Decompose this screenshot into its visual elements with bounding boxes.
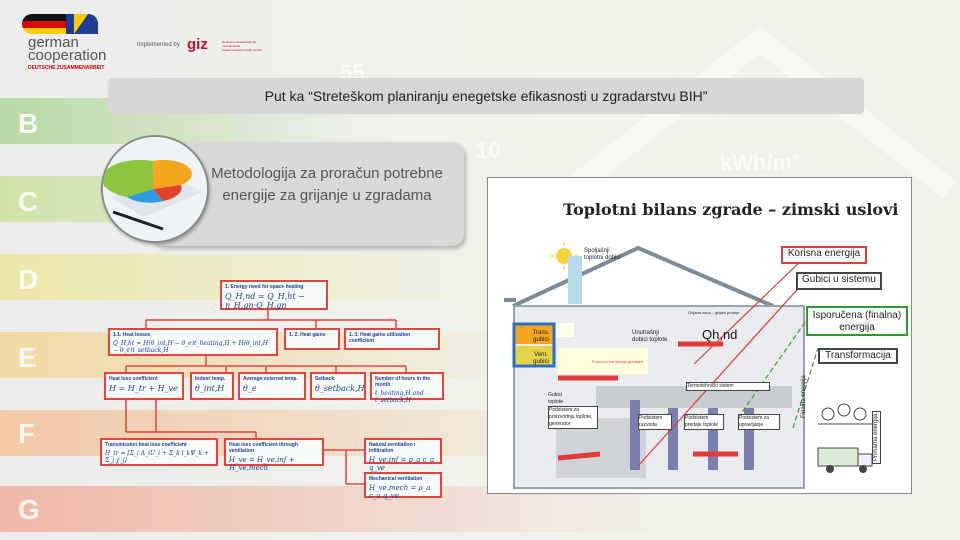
box-title: Number of hours in the month [375, 376, 430, 388]
diagram-title: Toplotni bilans zgrade – zimski uslovi [563, 200, 899, 219]
box-title: Natural ventilation i infiltration [369, 442, 416, 454]
giz-logo: giz [187, 36, 208, 53]
trans-gubici-label: Trans. gubici [532, 330, 550, 343]
energy-class-letter: B [18, 108, 39, 139]
implemented-by-label: Implemented by [137, 42, 180, 48]
podsistem-predaje-label: Podsistem predaje toplote [684, 414, 724, 430]
energy-class-letter: G [18, 494, 40, 525]
heat-balance-diagram: Toplotni bilans zgrade – zimski uslovi [487, 177, 912, 494]
mechanical-ventilation-box: Mechanical ventilation H_ve,mech = ρ_a c… [364, 472, 442, 500]
box-title: 1.1. Heat losses [113, 332, 151, 338]
energy-class-letter: F [18, 418, 36, 449]
vent-gubici-label: Vent. gubici [533, 352, 549, 365]
box-equation: θ_setback,H [315, 384, 365, 393]
box-title: Heat loss coefficient through ventilatio… [229, 442, 298, 454]
logo-line1: german [28, 34, 79, 51]
grijana-zona-label: Grijana zona – grijani prostor [688, 310, 740, 315]
ventilation-loss-box: Heat loss coefficient through ventilatio… [224, 438, 324, 472]
finalna-energija-label: Finalna energija [801, 375, 807, 418]
box-title: Mechanical ventilation [369, 476, 423, 482]
termotehnicki-label: Termotehnički sistem [686, 382, 770, 391]
page-title: Put ka “Streteškom planiranju enegetske … [108, 78, 864, 114]
transmission-loss-box: Transmission heat loss coefficient H_tr … [100, 438, 218, 466]
sun-gains-label: Spoljašnji toplotni dobici [584, 248, 621, 261]
ponovna-label: Ponovno korišćenje gubitaka [592, 359, 644, 364]
natural-ventilation-box: Natural ventilation i infiltration H_ve,… [364, 438, 442, 472]
external-temp-box: Average external temp. θ_e [238, 372, 306, 400]
flag-graphic [22, 14, 98, 34]
energy-need-box: 1. Energy need for space heating Q_H,nd … [220, 280, 328, 310]
heat-gains-box: 1. 2. Heat gains [284, 328, 340, 350]
podsistem-proizvodnje-label: Podsistem za proizvodnju toplote, genera… [548, 406, 598, 429]
gubici-sistem-box: Gubici u sistemu [796, 272, 882, 290]
korisna-energija-box: Korisna energija [781, 246, 867, 264]
box-equation: H = H_tr + H_ve [109, 384, 178, 393]
isporucena-energija-box: Isporučena (finalna) energija [806, 306, 908, 336]
box-title: Setback [315, 376, 335, 382]
pie-chart-icon [101, 135, 209, 243]
house-outline-graphic [563, 25, 957, 199]
gains-utilization-box: 1. 3. Heat gains utilization coefficient [344, 328, 440, 350]
giz-logo-subtext: Deutsche Gesellschaft für Internationale… [222, 40, 262, 52]
box-equation: H_ve,inf = ρ_a c_a q_ve [369, 456, 435, 472]
hours-box: Number of hours in the month t_heating,H… [370, 372, 444, 404]
bg-number: 10 [476, 138, 501, 163]
box-equation: Q_H,nd = Q_H,ht − η_H,gn·Q_H,gn [225, 292, 305, 310]
indoor-temp-box: Indoor temp. θ_int,H [190, 372, 234, 400]
energy-class-letter: E [18, 342, 37, 373]
bg-number: kWh/m² [720, 150, 800, 175]
box-equation: H_tr = [Σ_i A_iU_i + Σ_k l_kΨ_k + Σ_j χ_… [105, 450, 210, 464]
box-equation: Q_H,ht = H(θ_int,H − θ_e)t_heating,H + H… [113, 340, 268, 354]
box-equation: θ_int,H [195, 384, 225, 393]
heating-energy-flowchart: 1. Energy need for space heating Q_H,nd … [96, 272, 446, 500]
subtitle-text: Metodologija za proračun potrebne energi… [211, 165, 443, 204]
heat-loss-coefficient-box: Heat loss coefficient H = H_tr + H_ve [104, 372, 184, 400]
box-title: 1. 2. Heat gains [289, 332, 326, 338]
logo-subline: DEUTSCHE ZUSAMMENARBEIT [28, 65, 105, 71]
box-equation: t_heating,H and t_setback,H [375, 390, 424, 404]
box-equation: H_ve,mech = ρ_a c_a q_ve [369, 484, 431, 500]
box-equation: θ_e [243, 384, 257, 393]
box-title: 1. Energy need for space heating [225, 284, 304, 290]
podsistem-razvoda-label: Podsistem razvoda [638, 414, 672, 430]
box-title: Heat loss coefficient [109, 376, 158, 382]
box-title: Indoor temp. [195, 376, 226, 382]
primarna-energija-label: Primarna energija [872, 410, 881, 464]
box-title: 1. 3. Heat gains utilization coefficient [349, 332, 411, 344]
box-title: Transmission heat loss coefficient [105, 442, 187, 448]
diagram-graphics [504, 242, 873, 489]
transformacija-box: Transformacija [818, 348, 898, 364]
energy-class-letter: C [18, 186, 39, 217]
setback-box: Setback θ_setback,H [310, 372, 366, 400]
box-equation: H_ve = H_ve,inf + H_ve,mech [229, 456, 295, 472]
gubici-toplote-label: Gubici toplote [548, 392, 564, 405]
flowchart-connectors [125, 308, 407, 485]
podsistem-upravljanje-label: Podsistem za upravljanje [738, 414, 780, 430]
unutrasnji-dobici-label: Unutrašnji dobici toplote [632, 330, 668, 343]
logo-line2: cooperation [28, 47, 107, 64]
box-title: Average external temp. [243, 376, 298, 382]
energy-class-letter: D [18, 264, 39, 295]
qh-nd-label: Qh,nd [702, 327, 738, 342]
heat-losses-box: 1.1. Heat losses Q_H,ht = H(θ_int,H − θ_… [108, 328, 278, 356]
